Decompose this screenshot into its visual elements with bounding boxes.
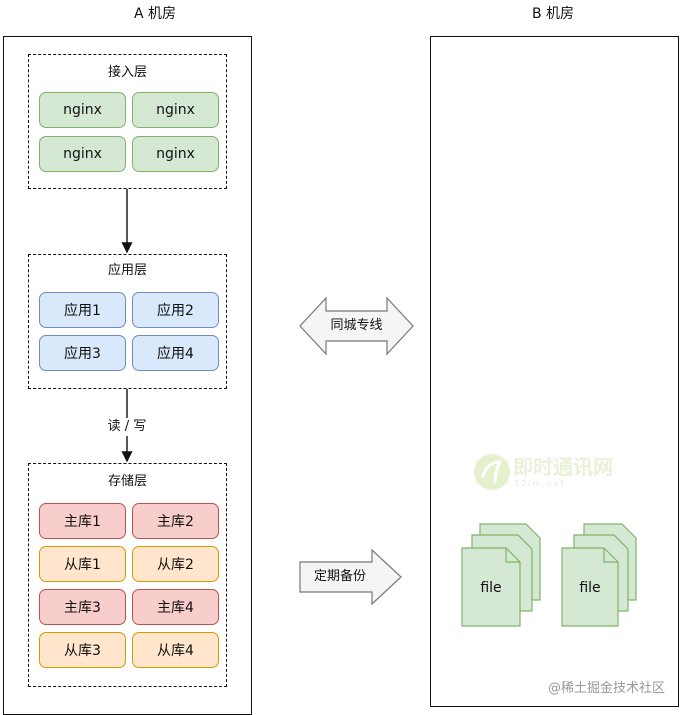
file-stack-1 <box>461 523 541 627</box>
replica-db-4: 从库4 <box>132 632 219 668</box>
file-label-1: file <box>480 580 502 596</box>
nginx-node-4: nginx <box>132 136 219 172</box>
replica-db-1: 从库1 <box>39 546 126 582</box>
primary-db-2: 主库2 <box>132 503 219 539</box>
app-node-2: 应用2 <box>132 292 219 328</box>
backup-arrow <box>299 548 402 606</box>
room-a-title: A 机房 <box>133 6 177 22</box>
dedicated-line-double-arrow <box>299 296 414 356</box>
app-node-1: 应用1 <box>39 292 126 328</box>
room-b-title: B 机房 <box>531 6 575 22</box>
dedicated-line-label: 同城专线 <box>330 318 383 333</box>
storage-layer-title: 存储层 <box>107 474 147 489</box>
primary-db-1: 主库1 <box>39 503 126 539</box>
application-layer-title: 应用层 <box>107 263 147 278</box>
watermark: @稀土掘金技术社区 <box>547 681 665 696</box>
nginx-node-1: nginx <box>39 92 126 128</box>
app-node-4: 应用4 <box>132 335 219 371</box>
replica-db-2: 从库2 <box>132 546 219 582</box>
file-stack-2 <box>561 523 637 627</box>
access-layer-title: 接入层 <box>107 65 147 80</box>
file-label-2: file <box>579 580 601 596</box>
nginx-node-3: nginx <box>39 136 126 172</box>
site-logo-text: 即时通讯网 <box>513 455 613 479</box>
nginx-node-2: nginx <box>132 92 219 128</box>
backup-label: 定期备份 <box>313 569 366 584</box>
app-node-3: 应用3 <box>39 335 126 371</box>
read-write-label: 读 / 写 <box>96 418 158 436</box>
site-logo <box>474 454 510 490</box>
primary-db-4: 主库4 <box>132 589 219 625</box>
primary-db-3: 主库3 <box>39 589 126 625</box>
replica-db-3: 从库3 <box>39 632 126 668</box>
site-logo-subtext: 52im.net <box>514 479 566 488</box>
